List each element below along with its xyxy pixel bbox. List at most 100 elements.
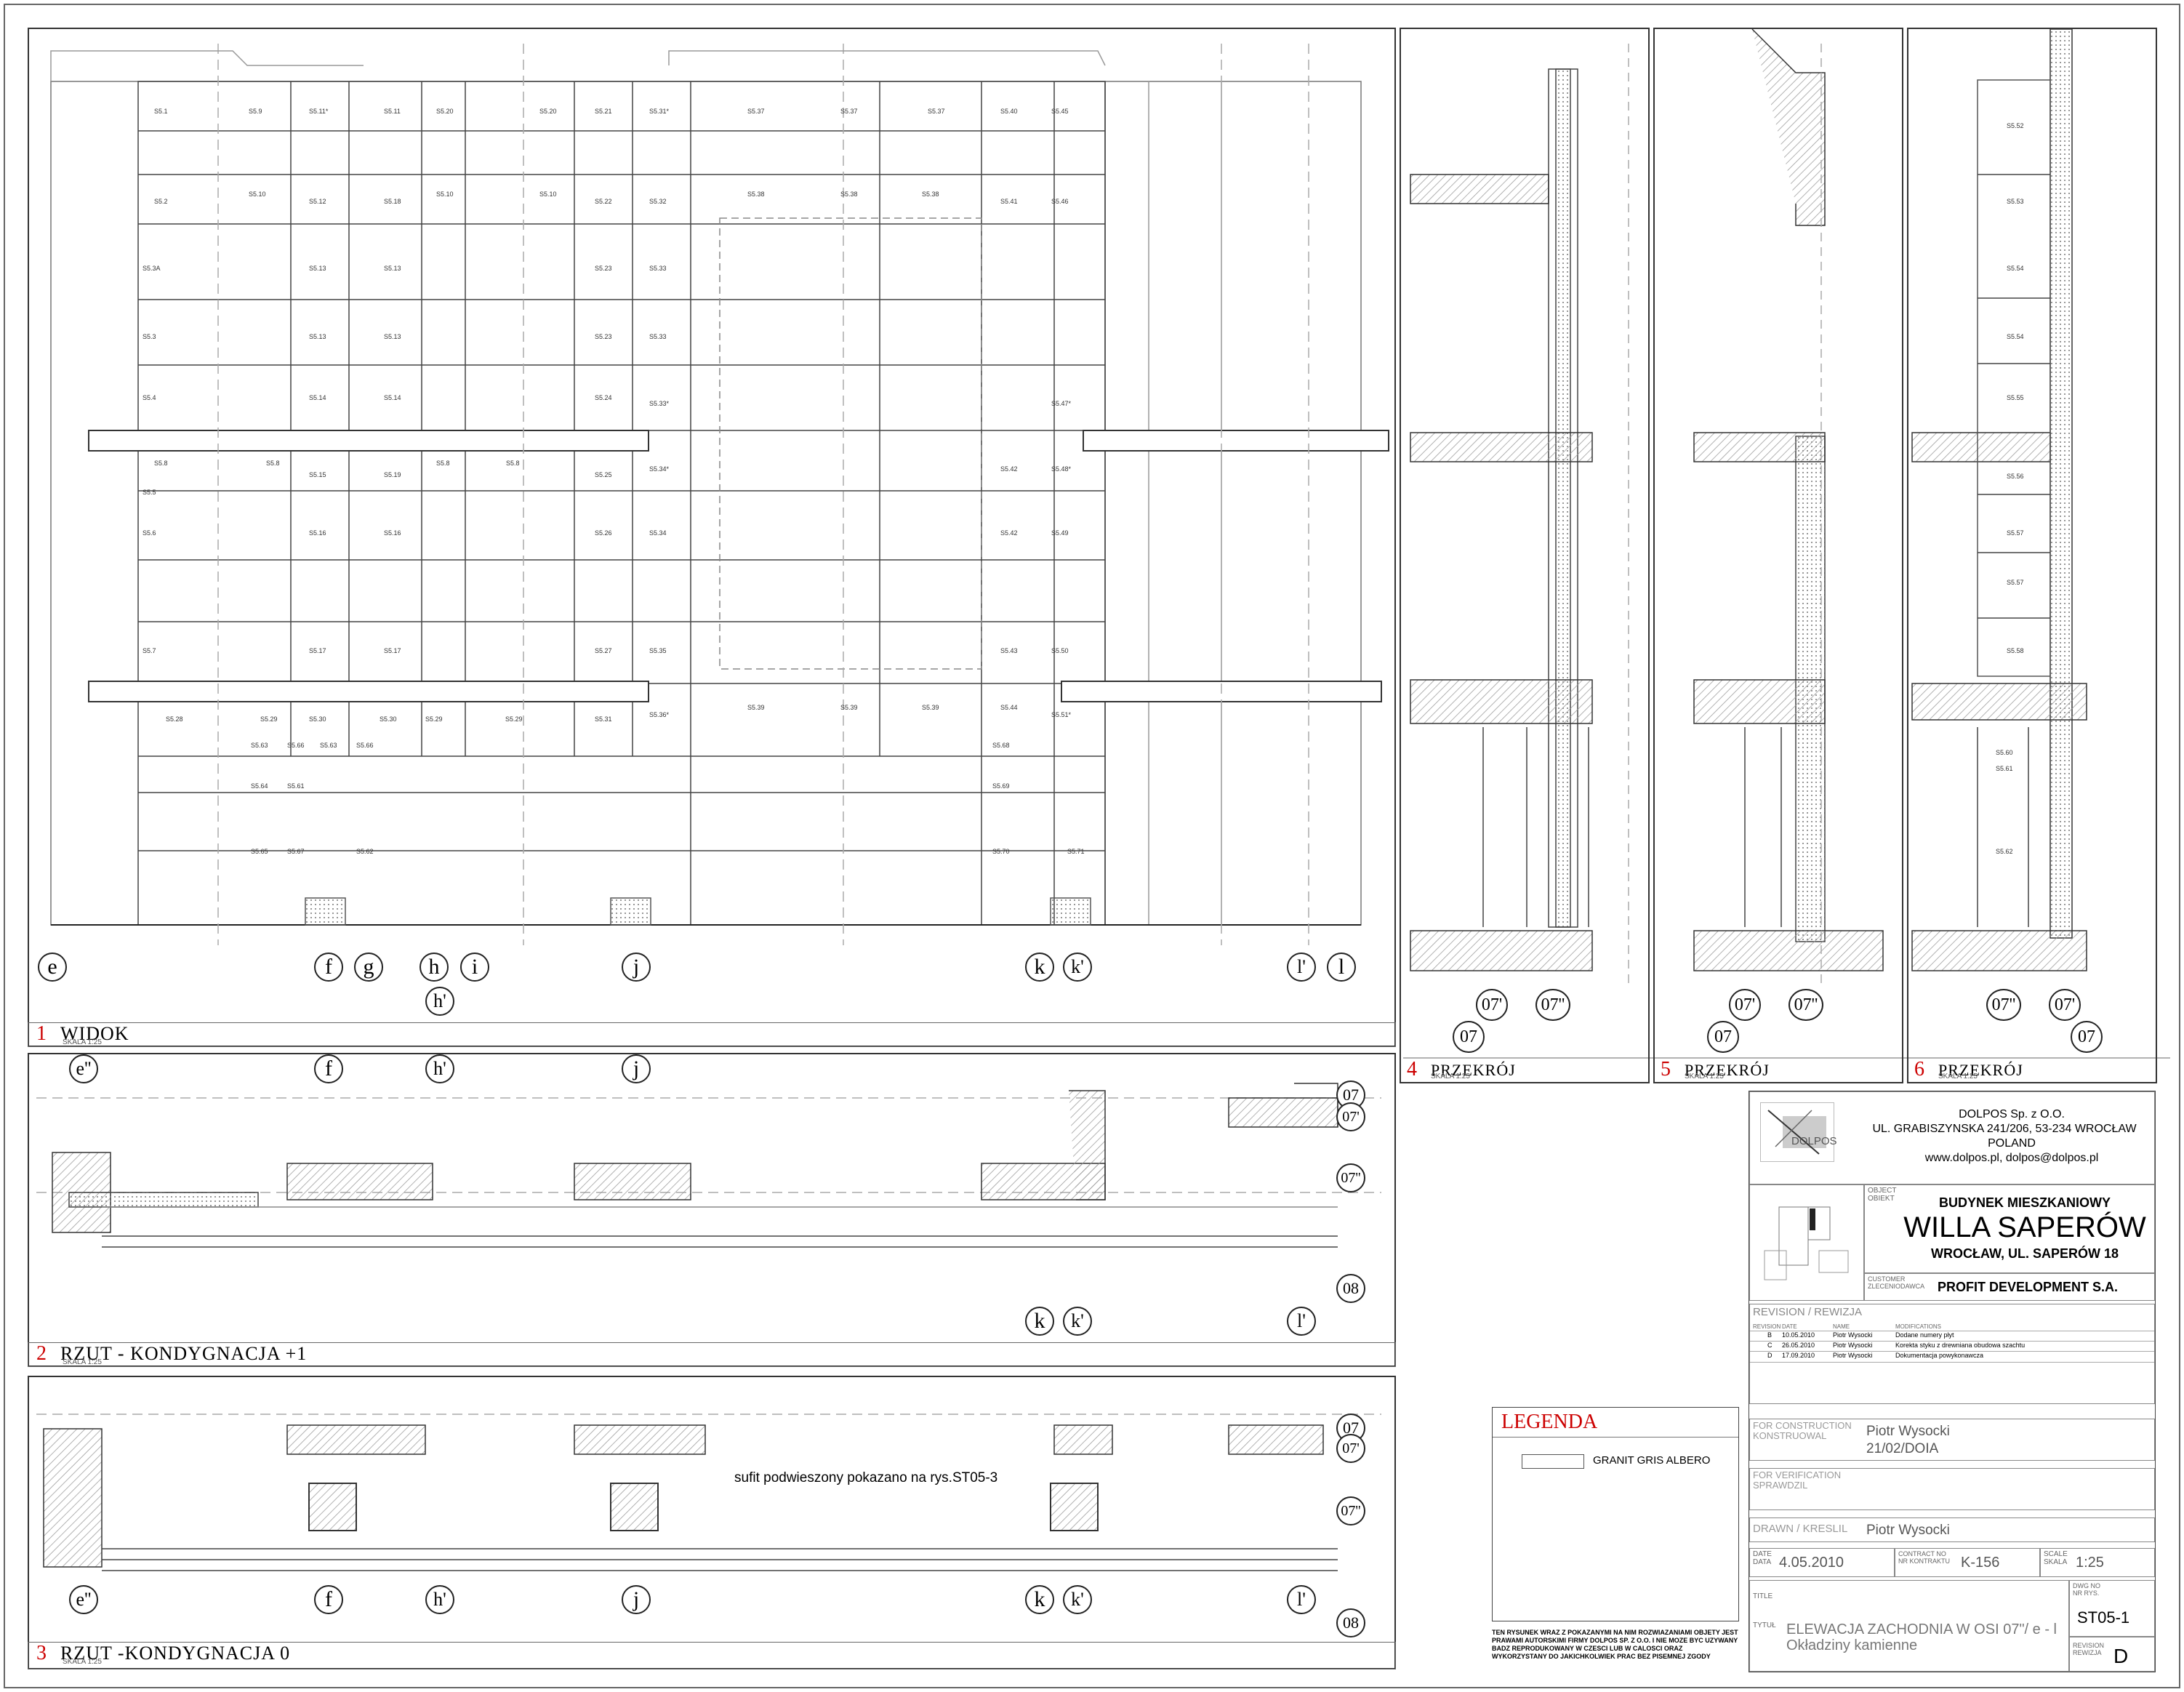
panel-label: S5.39 xyxy=(840,704,858,711)
panel-label: S5.11 xyxy=(384,108,401,115)
title-block: DOLPOS DOLPOS Sp. z O.O. UL. GRABISZYNSK… xyxy=(1749,1091,2156,1672)
rev-col-revision: REVISION xyxy=(1753,1323,1781,1330)
view-3-name: RZUT -KONDYGNACJA 0 xyxy=(60,1643,291,1664)
company-address: UL. GRABISZYNSKA 241/206, 53-234 WROCŁAW xyxy=(1872,1123,2137,1135)
panel-label: S5.30 xyxy=(380,715,397,723)
axis-marker: k xyxy=(1025,1307,1054,1336)
panel-label: S5.23 xyxy=(595,265,612,272)
panel-label: S5.29 xyxy=(505,715,523,723)
revision-cell: REVISION REWIZJA D xyxy=(2069,1637,2155,1672)
date-value: 4.05.2010 xyxy=(1779,1555,1844,1571)
panel-label: S5.52 xyxy=(2007,122,2024,129)
panel-label: S5.67 xyxy=(287,848,305,855)
panel-label: S5.33 xyxy=(649,265,667,272)
axis-marker: 07' xyxy=(2049,989,2081,1021)
panel-label: S5.37 xyxy=(928,108,945,115)
view-4-frame xyxy=(1400,28,1650,1083)
panel-label: S5.18 xyxy=(384,198,401,205)
view-2-number: 2 xyxy=(36,1342,47,1365)
scale-label: SCALE SKALA xyxy=(2044,1550,2068,1566)
rev-name: Piotr Wysocki xyxy=(1833,1331,1873,1339)
axis-marker: f xyxy=(314,1585,343,1614)
panel-label: S5.12 xyxy=(309,198,326,205)
axis-marker: h' xyxy=(425,1054,454,1083)
rev-modification: Dodane numery płyt xyxy=(1895,1331,1954,1339)
panel-label: S5.25 xyxy=(595,471,612,478)
object-line1: BUDYNEK MIESZKANIOWY xyxy=(1938,1195,2111,1210)
construction-name: Piotr Wysocki xyxy=(1866,1424,1950,1439)
panel-label: S5.41 xyxy=(1000,198,1018,205)
sections-lines xyxy=(1410,28,2087,989)
verification-cell: FOR VERIFICATION SPRAWDZIL xyxy=(1749,1468,2155,1510)
axis-marker: e xyxy=(38,953,67,982)
logo-mark-icon xyxy=(1767,1110,1826,1155)
legend-box: LEGENDA GRANIT GRIS ALBERO xyxy=(1492,1407,1739,1621)
customer-label: CUSTOMER ZLECENIODAWCA xyxy=(1868,1275,1925,1290)
date-label: DATE DATA xyxy=(1753,1550,1772,1566)
view-1-frame xyxy=(28,28,1396,1047)
legend-title: LEGENDA xyxy=(1501,1411,1598,1433)
location-map xyxy=(1749,1184,1864,1301)
company-contact: www.dolpos.pl, dolpos@dolpos.pl xyxy=(1924,1152,2099,1164)
axis-marker: f xyxy=(314,953,343,982)
drawn-label: DRAWN / KRESLIL xyxy=(1753,1523,1848,1535)
rev-modification: Korekta styku z drewniana obudowa szacht… xyxy=(1895,1342,2026,1349)
panel-label: S5.37 xyxy=(747,108,765,115)
panel-label: S5.42 xyxy=(1000,529,1018,537)
object-line3: WROCŁAW, UL. SAPERÓW 18 xyxy=(1930,1246,2119,1261)
construction-label: FOR CONSTRUCTION KONSTRUOWAL xyxy=(1753,1420,1852,1441)
panel-label: S5.20 xyxy=(436,108,454,115)
panel-label: S5.24 xyxy=(595,394,612,401)
rev-date: 26.05.2010 xyxy=(1782,1342,1815,1349)
axis-marker: 07'' xyxy=(1788,989,1823,1021)
panel-label: S5.16 xyxy=(384,529,401,537)
panel-label: S5.21 xyxy=(595,108,612,115)
date-cell: DATE DATA 4.05.2010 xyxy=(1749,1548,1895,1577)
axis-marker: h xyxy=(419,953,449,982)
contract-label: CONTRACT NO NR KONTRAKTU xyxy=(1898,1550,1951,1565)
view-1-titlebar xyxy=(28,1022,1396,1047)
panel-label: S5.47* xyxy=(1051,400,1072,407)
axis-marker: g xyxy=(354,953,383,982)
axis-marker: 07' xyxy=(1336,1434,1365,1463)
panel-label: S5.38 xyxy=(840,191,858,198)
drawn-cell: DRAWN / KRESLIL Piotr Wysocki xyxy=(1749,1517,2155,1542)
title-cell: TITLE TYTUŁ ELEWACJA ZACHODNIA W OSI 07"… xyxy=(1749,1580,2069,1672)
panel-label: S5.46 xyxy=(1051,198,1069,205)
panel-label: S5.39 xyxy=(922,704,939,711)
company-country: POLAND xyxy=(1988,1137,2036,1150)
view-4-name: PRZEKRÓJ xyxy=(1431,1061,1516,1079)
axis-marker: k xyxy=(1025,1585,1054,1614)
panel-label: S5.23 xyxy=(595,333,612,340)
panel-label: S5.8 xyxy=(436,460,450,467)
axis-marker: j xyxy=(622,1054,651,1083)
panel-label: S5.40 xyxy=(1000,108,1018,115)
panel-label: S5.42 xyxy=(1000,465,1018,473)
copyright-disclaimer: TEN RYSUNEK WRAZ Z POKAZANYMI NA NIM ROZ… xyxy=(1492,1629,1738,1660)
rev-name: Piotr Wysocki xyxy=(1833,1342,1873,1349)
view-2-scale: SKALA 1:25 xyxy=(63,1358,102,1366)
elevation-grid xyxy=(50,44,1389,945)
axis-marker: l' xyxy=(1287,1307,1316,1336)
panel-label: S5.34 xyxy=(649,529,667,537)
panel-label: S5.8 xyxy=(266,460,280,467)
axis-marker: j xyxy=(622,1585,651,1614)
panel-label: S5.51* xyxy=(1051,711,1072,718)
view-5-frame xyxy=(1653,28,1903,1083)
axis-marker: i xyxy=(460,953,489,982)
dwg-label: DWG NO NR RYS. xyxy=(2073,1582,2100,1597)
panel-label: S5.2 xyxy=(154,198,168,205)
rev-col-modifications: MODIFICATIONS xyxy=(1895,1323,1941,1330)
panel-label: S5.10 xyxy=(249,191,266,198)
view-2-name: RZUT - KONDYGNACJA +1 xyxy=(60,1343,308,1364)
scale-cell: SCALE SKALA 1:25 xyxy=(2040,1548,2155,1577)
panel-label: S5.7 xyxy=(142,647,156,654)
panel-label: S5.39 xyxy=(747,704,765,711)
rev-letter: C xyxy=(1767,1342,1773,1349)
axis-marker: k' xyxy=(1063,953,1092,982)
construction-cell: FOR CONSTRUCTION KONSTRUOWAL Piotr Wysoc… xyxy=(1749,1419,2155,1461)
view-2-titlebar xyxy=(28,1342,1396,1367)
